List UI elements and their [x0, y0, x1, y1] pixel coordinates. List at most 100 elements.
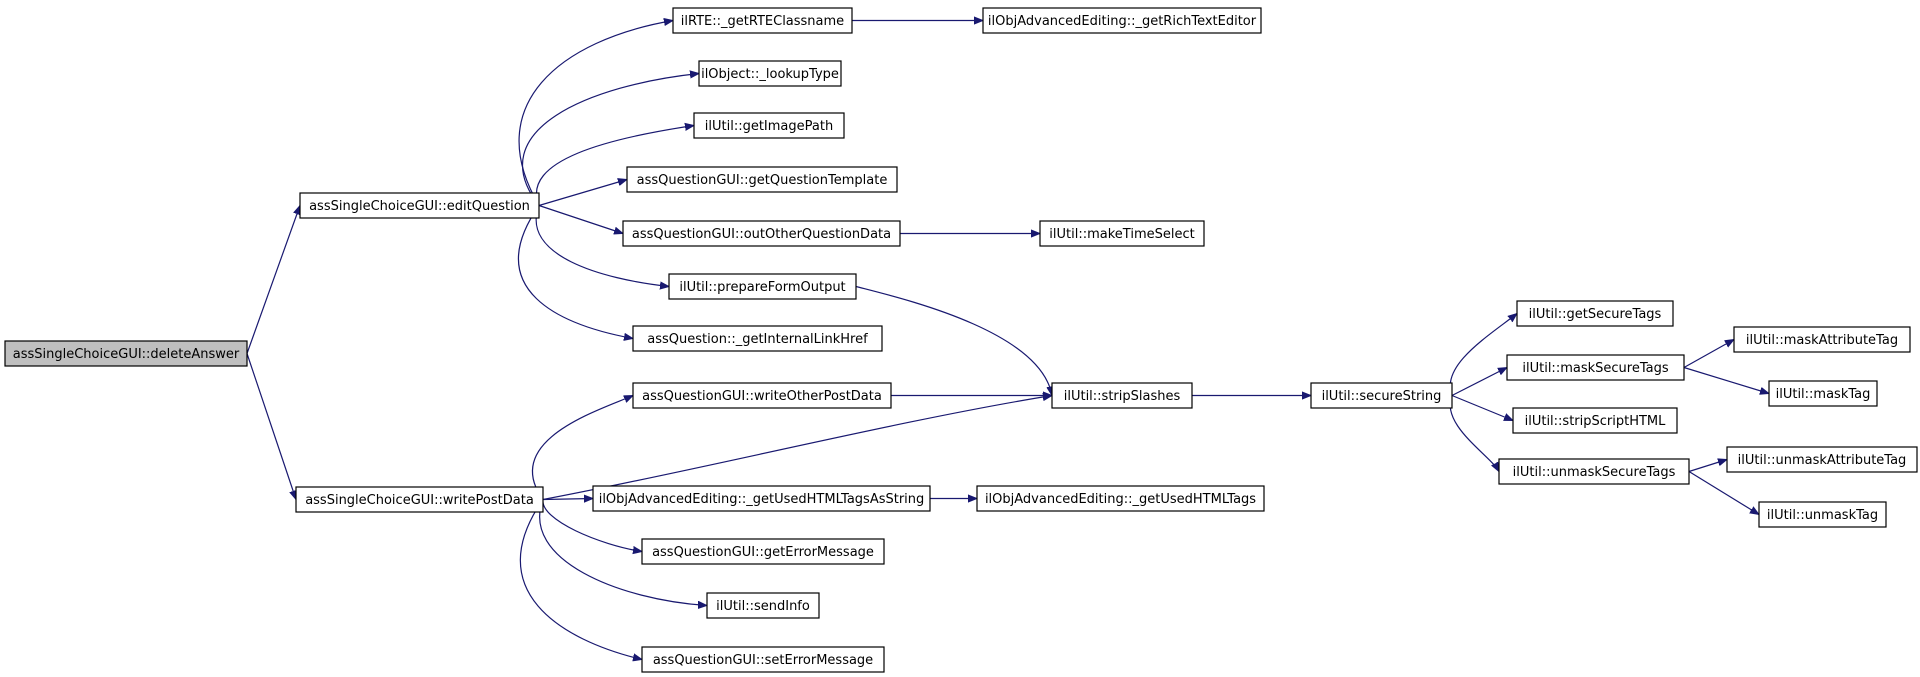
node-box	[982, 7, 1262, 34]
node-writePostData[interactable]: assSingleChoiceGUI::writePostData	[295, 486, 544, 513]
edge-root-to-writePostData	[246, 353, 296, 500]
node-outOtherQuestionData[interactable]: assQuestionGUI::outOtherQuestionData	[622, 220, 901, 247]
node-box	[1051, 382, 1193, 409]
edge-unmaskSecureTags-to-unmaskTag	[1688, 470, 1759, 515]
node-lookupType[interactable]: ilObject::_lookupType	[698, 60, 842, 87]
node-box	[632, 382, 892, 409]
node-label: ilUtil::makeTimeSelect	[1049, 227, 1194, 242]
node-getUsedHTMLTags[interactable]: ilObjAdvancedEditing::_getUsedHTMLTags	[976, 485, 1265, 512]
node-maskTag[interactable]: ilUtil::maskTag	[1768, 380, 1878, 407]
node-label: assSingleChoiceGUI::writePostData	[305, 493, 534, 508]
node-getRTEClassname[interactable]: ilRTE::_getRTEClassname	[672, 7, 853, 34]
edge-path	[855, 285, 1052, 396]
edge-path	[542, 499, 642, 552]
node-box	[693, 112, 845, 139]
edge-prepareFormOutput-to-stripSlashes	[855, 285, 1052, 396]
edge-maskSecureTags-to-maskAttributeTag	[1683, 340, 1734, 369]
edge-path	[1451, 368, 1507, 397]
node-label: ilUtil::stripScriptHTML	[1525, 414, 1667, 429]
node-box	[1733, 326, 1911, 353]
node-stripScriptHTML[interactable]: ilUtil::stripScriptHTML	[1512, 407, 1678, 434]
node-label: ilUtil::maskTag	[1776, 387, 1871, 402]
edge-editQuestion-to-prepareFormOutput	[535, 205, 669, 287]
edge-path	[1449, 395, 1499, 472]
node-getImagePath[interactable]: ilUtil::getImagePath	[693, 112, 845, 139]
edge-path	[519, 499, 642, 660]
edge-path	[522, 74, 699, 206]
node-label: ilObject::_lookupType	[701, 67, 839, 82]
node-label: ilUtil::maskSecureTags	[1522, 361, 1668, 376]
node-getQuestionTemplate[interactable]: assQuestionGUI::getQuestionTemplate	[626, 166, 898, 193]
edge-path	[246, 353, 296, 500]
edge-secureString-to-stripScriptHTML	[1451, 394, 1513, 422]
node-box	[1516, 300, 1674, 327]
edge-path	[1683, 366, 1769, 394]
node-box	[668, 273, 857, 300]
edge-path	[1451, 394, 1513, 422]
edge-path	[538, 180, 627, 207]
node-stripSlashes[interactable]: ilUtil::stripSlashes	[1051, 382, 1193, 409]
node-getErrorMessage[interactable]: assQuestionGUI::getErrorMessage	[641, 538, 885, 565]
node-getInternalLinkHref[interactable]: assQuestion::_getInternalLinkHref	[632, 325, 883, 352]
node-label: ilUtil::getImagePath	[705, 119, 833, 134]
node-label: assQuestionGUI::outOtherQuestionData	[632, 227, 891, 242]
node-label: assQuestionGUI::setErrorMessage	[653, 653, 873, 668]
edge-writePostData-to-setErrorMessage	[519, 499, 642, 660]
edge-editQuestion-to-getQuestionTemplate	[538, 180, 627, 207]
edge-maskSecureTags-to-maskTag	[1683, 366, 1769, 394]
node-label: assQuestionGUI::getErrorMessage	[652, 545, 874, 560]
node-getUsedHTMLTagsAsString[interactable]: ilObjAdvancedEditing::_getUsedHTMLTagsAs…	[592, 485, 931, 512]
edge-writePostData-to-getUsedHTMLTagsAsString	[542, 499, 593, 500]
node-box	[1758, 501, 1887, 528]
edge-path	[517, 205, 633, 339]
node-box	[641, 538, 885, 565]
node-label: ilUtil::sendInfo	[716, 599, 810, 614]
node-box	[698, 60, 842, 87]
node-label: ilUtil::unmaskSecureTags	[1513, 465, 1676, 480]
edge-writePostData-to-writeOtherPostData	[532, 394, 633, 500]
node-prepareFormOutput[interactable]: ilUtil::prepareFormOutput	[668, 273, 857, 300]
node-setErrorMessage[interactable]: assQuestionGUI::setErrorMessage	[641, 646, 885, 673]
node-box	[299, 192, 540, 219]
node-label: ilRTE::_getRTEClassname	[681, 14, 844, 29]
edge-root-to-editQuestion	[246, 206, 300, 354]
node-sendInfo[interactable]: ilUtil::sendInfo	[706, 592, 820, 619]
node-box	[592, 485, 931, 512]
node-box	[1506, 354, 1685, 381]
edge-path	[542, 499, 593, 500]
node-editQuestion[interactable]: assSingleChoiceGUI::editQuestion	[299, 192, 540, 219]
node-maskSecureTags[interactable]: ilUtil::maskSecureTags	[1506, 354, 1685, 381]
edge-path	[1688, 460, 1727, 473]
node-label: ilUtil::getSecureTags	[1529, 307, 1662, 322]
edge-path	[538, 204, 623, 234]
node-writeOtherPostData[interactable]: assQuestionGUI::writeOtherPostData	[632, 382, 892, 409]
node-label: ilUtil::prepareFormOutput	[679, 280, 845, 295]
node-root[interactable]: assSingleChoiceGUI::deleteAnswer	[4, 340, 248, 367]
node-secureString[interactable]: ilUtil::secureString	[1310, 382, 1453, 409]
node-getSecureTags[interactable]: ilUtil::getSecureTags	[1516, 300, 1674, 327]
edge-editQuestion-to-lookupType	[522, 74, 699, 206]
edge-path	[1683, 340, 1734, 369]
node-label: assSingleChoiceGUI::deleteAnswer	[13, 347, 240, 362]
edge-writePostData-to-stripSlashes	[542, 396, 1052, 501]
node-label: assQuestionGUI::writeOtherPostData	[642, 389, 882, 404]
node-makeTimeSelect[interactable]: ilUtil::makeTimeSelect	[1039, 220, 1205, 247]
edge-unmaskSecureTags-to-unmaskAttributeTag	[1688, 460, 1727, 473]
node-box	[1039, 220, 1205, 247]
edge-path	[532, 394, 633, 500]
node-box	[706, 592, 820, 619]
edge-writePostData-to-getErrorMessage	[542, 499, 642, 552]
edge-path	[246, 206, 300, 354]
edge-editQuestion-to-getInternalLinkHref	[517, 205, 633, 339]
node-unmaskTag[interactable]: ilUtil::unmaskTag	[1758, 501, 1887, 528]
node-label: assQuestionGUI::getQuestionTemplate	[637, 173, 888, 188]
node-label: assSingleChoiceGUI::editQuestion	[309, 199, 530, 214]
node-maskAttributeTag[interactable]: ilUtil::maskAttributeTag	[1733, 326, 1911, 353]
node-box	[672, 7, 853, 34]
node-unmaskSecureTags[interactable]: ilUtil::unmaskSecureTags	[1498, 458, 1690, 485]
edge-secureString-to-unmaskSecureTags	[1449, 395, 1499, 472]
node-label: ilObjAdvancedEditing::_getRichTextEditor	[988, 14, 1257, 29]
edge-path	[1688, 470, 1759, 515]
node-getRichTextEditor[interactable]: ilObjAdvancedEditing::_getRichTextEditor	[982, 7, 1262, 34]
node-unmaskAttributeTag[interactable]: ilUtil::unmaskAttributeTag	[1726, 446, 1918, 473]
